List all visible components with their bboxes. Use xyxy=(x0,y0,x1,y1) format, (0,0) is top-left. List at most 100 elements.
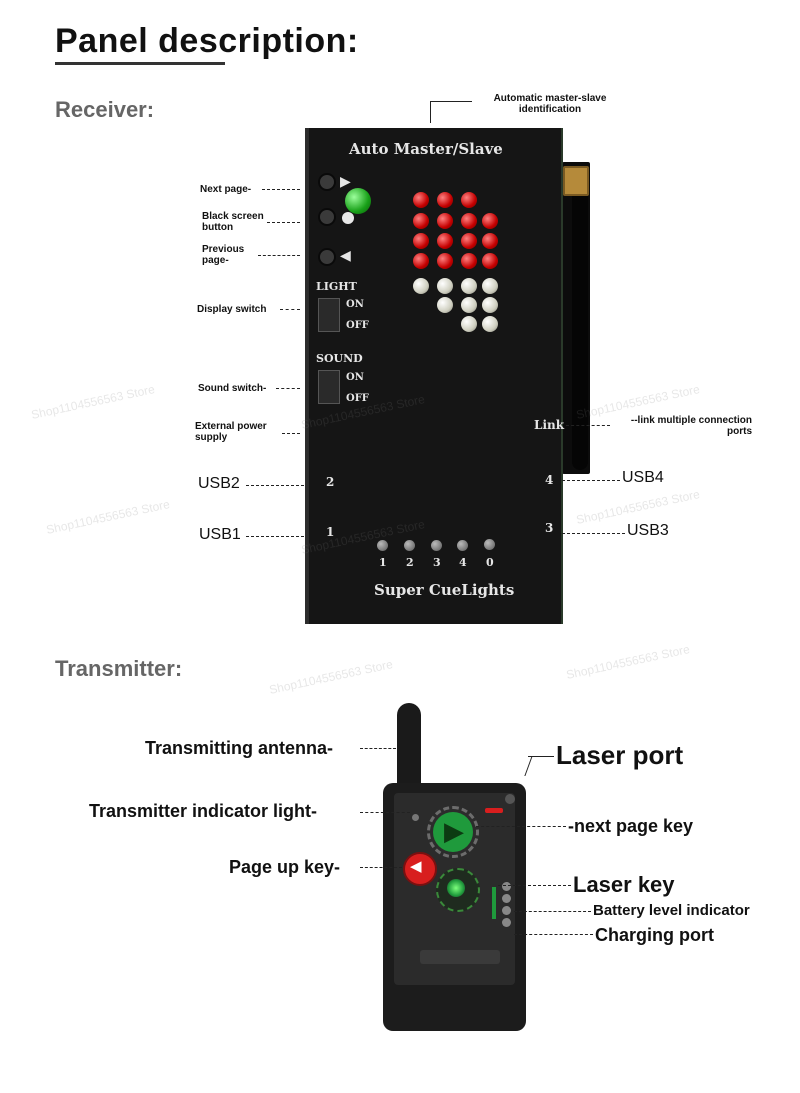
charging-port xyxy=(502,918,511,927)
next-page-button[interactable] xyxy=(318,173,336,191)
leader-line xyxy=(514,911,591,912)
cue-led-white xyxy=(461,297,477,313)
next-page-key-face[interactable] xyxy=(433,812,473,852)
sound-switch[interactable] xyxy=(318,370,340,404)
callout-charging: Charging port xyxy=(595,925,714,945)
page-up-key[interactable] xyxy=(403,852,437,886)
black-screen-button[interactable] xyxy=(318,208,336,226)
callout-auto-identify: Automatic master-slave identification xyxy=(493,93,607,115)
circle-icon xyxy=(342,212,354,224)
display-switch[interactable] xyxy=(318,298,340,332)
watermark: Shop1104556563 Store xyxy=(564,642,691,682)
watermark: Shop1104556563 Store xyxy=(44,497,171,537)
cue-led-red xyxy=(461,233,477,249)
callout-usb1: USB1 xyxy=(199,526,241,543)
sound-off-label: OFF xyxy=(346,393,369,404)
leader-line xyxy=(524,756,533,776)
receiver-antenna-connector xyxy=(563,166,589,196)
callout-usb4: USB4 xyxy=(622,469,664,486)
leader-line xyxy=(528,756,554,757)
previous-arrow-icon: ◀ xyxy=(340,248,351,264)
cue-led-red xyxy=(437,213,453,229)
channel-led-3 xyxy=(431,540,442,551)
callout-antenna: Transmitting antenna- xyxy=(145,738,334,758)
green-status-led xyxy=(345,188,371,214)
leader-line xyxy=(360,867,402,868)
leader-line xyxy=(246,536,304,537)
red-indicator xyxy=(485,808,503,813)
transmitter-logo xyxy=(420,950,500,964)
sound-on-label: ON xyxy=(346,372,364,383)
channel-num-1: 1 xyxy=(379,556,387,569)
cue-led-white xyxy=(461,278,477,294)
leader-line xyxy=(360,812,410,813)
channel-led-4 xyxy=(457,540,468,551)
cue-led-red xyxy=(482,213,498,229)
receiver-antenna xyxy=(572,190,588,470)
battery-led-1 xyxy=(502,882,511,891)
leader-line xyxy=(360,748,396,749)
callout-usb3: USB3 xyxy=(627,522,669,539)
leader-line xyxy=(280,309,300,310)
leader-line xyxy=(276,388,300,389)
leader-line xyxy=(498,885,571,886)
cue-led-red xyxy=(437,253,453,269)
next-arrow-icon: ▶ xyxy=(340,174,351,190)
cue-led-red xyxy=(482,253,498,269)
receiver-top-label: Auto Master/Slave xyxy=(349,140,503,158)
cue-led-red xyxy=(461,213,477,229)
cue-led-red xyxy=(461,192,477,208)
cue-led-white xyxy=(437,297,453,313)
leader-line xyxy=(430,101,472,102)
title-underline xyxy=(55,62,225,65)
laser-icon xyxy=(447,879,465,897)
leader-line xyxy=(562,533,625,534)
light-switch-label: LIGHT xyxy=(316,280,357,293)
previous-page-button[interactable] xyxy=(318,248,336,266)
watermark: Shop1104556563 Store xyxy=(267,657,394,697)
cue-led-red xyxy=(461,253,477,269)
callout-display-switch: Display switch xyxy=(197,304,267,315)
cue-led-red xyxy=(437,192,453,208)
leader-line xyxy=(282,433,300,434)
sound-switch-label: SOUND xyxy=(316,352,363,365)
cue-led-red xyxy=(413,192,429,208)
laser-port xyxy=(505,794,515,804)
battery-bar xyxy=(492,887,496,919)
leader-line xyxy=(267,222,300,223)
watermark: Shop1104556563 Store xyxy=(574,487,701,527)
left-arrow-icon: ◀ xyxy=(410,858,422,875)
cue-led-red xyxy=(413,233,429,249)
callout-page-up: Page up key- xyxy=(229,857,341,877)
cue-led-white xyxy=(461,316,477,332)
leader-line xyxy=(566,425,610,426)
callout-external-power: External power supply xyxy=(195,421,267,443)
leader-line xyxy=(562,480,620,481)
callout-laser-port: Laser port xyxy=(556,740,684,770)
channel-led-1 xyxy=(377,540,388,551)
light-off-label: OFF xyxy=(346,320,369,331)
cue-led-white xyxy=(437,278,453,294)
light-on-label: ON xyxy=(346,299,364,310)
callout-next-page-key: -next page key xyxy=(568,816,694,836)
port-number-2: 2 xyxy=(326,475,335,489)
port-number-4: 4 xyxy=(545,473,554,487)
channel-led-2 xyxy=(404,540,415,551)
leader-line xyxy=(246,485,304,486)
link-label: Link xyxy=(534,418,565,432)
channel-num-3: 3 xyxy=(433,556,441,569)
callout-sound-switch: Sound switch- xyxy=(198,383,267,394)
cue-led-red xyxy=(413,253,429,269)
callout-usb2: USB2 xyxy=(198,475,240,492)
cue-led-red xyxy=(482,233,498,249)
cue-led-white xyxy=(482,297,498,313)
callout-next-page: Next page- xyxy=(200,184,252,195)
callout-black-screen: Black screen button xyxy=(202,211,264,233)
transmitter-antenna xyxy=(397,703,421,795)
watermark: Shop1104556563 Store xyxy=(29,382,156,422)
transmitter-indicator-led xyxy=(412,814,419,821)
callout-link-ports: --link multiple connection ports xyxy=(630,415,752,437)
play-arrow-icon: ▶ xyxy=(444,816,464,846)
callout-laser-key: Laser key xyxy=(573,872,675,897)
callout-previous-page: Previous page- xyxy=(202,244,245,266)
